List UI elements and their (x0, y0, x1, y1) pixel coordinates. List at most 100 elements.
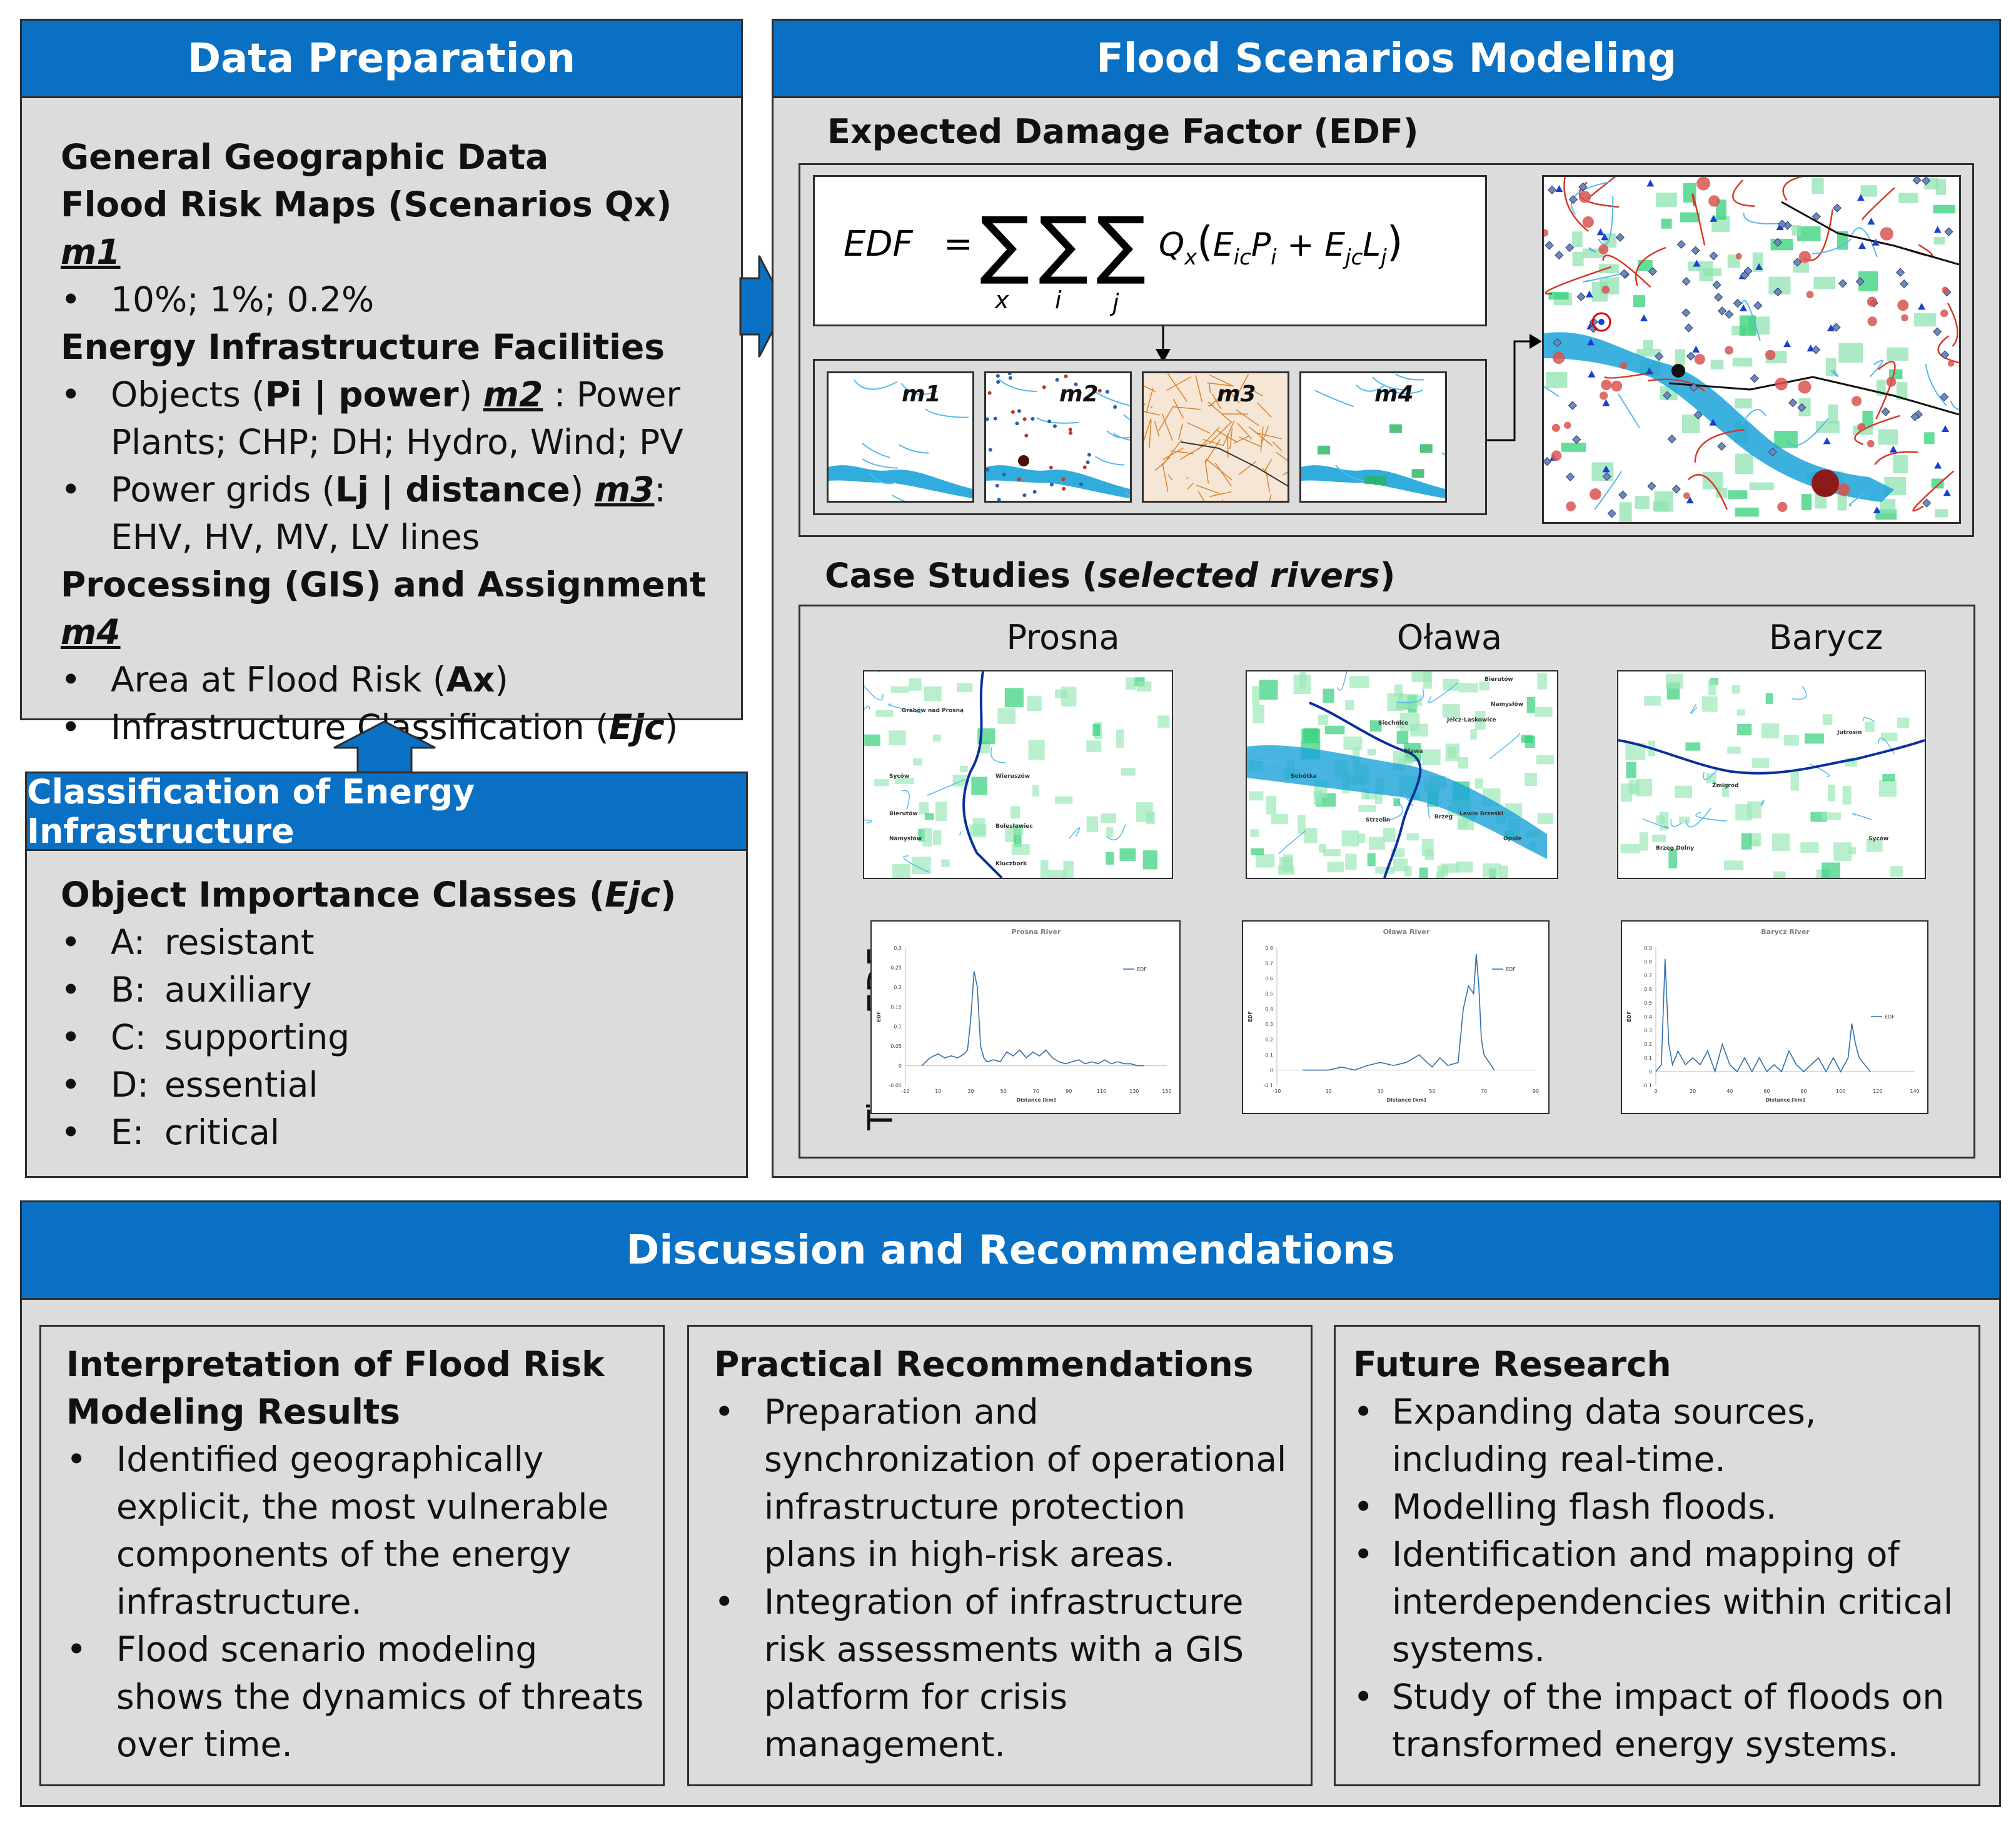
discussion-bullet-line: platform for crisis (714, 1673, 1308, 1721)
discussion-heading: Practical Recommendations (714, 1344, 1254, 1384)
bullet-icon: • (1353, 1534, 1374, 1574)
x-tick-label: 30 (1378, 1088, 1384, 1094)
bullet-icon (1353, 1721, 1392, 1768)
discussion-bullet-line: systems. (1353, 1626, 1978, 1673)
bullet-icon: • (61, 1112, 81, 1152)
discussion-text: shows the dynamics of threats (116, 1677, 644, 1717)
input-map-m4 (1299, 371, 1447, 503)
y-tick-label: 0.25 (890, 965, 902, 970)
x-axis-label: Distance [km] (1766, 1097, 1805, 1103)
bullet-icon (66, 1673, 116, 1721)
town-label: Oława (1403, 748, 1423, 755)
dp-continuation: EHV, HV, MV, LV lines (61, 513, 736, 561)
bullet-icon: • (61, 1017, 81, 1057)
map-tag: m3 (594, 470, 655, 510)
discussion-bullet-line: •Integration of infrastructure (714, 1578, 1308, 1626)
classification-title: Classification of Energy Infrastructure (27, 772, 746, 851)
dp-text-part: Power grids ( (111, 470, 336, 510)
dp-text-part: : Power (543, 375, 681, 415)
discussion-bullet-line: synchronization of operational (714, 1435, 1308, 1483)
legend-label: EDF (1137, 967, 1147, 972)
dp-item-text: Plants; CHP; DH; Hydro, Wind; PV (111, 422, 683, 462)
dp-text-part: ) (458, 375, 483, 415)
x-axis-label: Distance [km] (1017, 1097, 1056, 1103)
edf-series-line (921, 971, 1144, 1067)
x-tick-label: 10 (1326, 1088, 1332, 1094)
bullet-icon (66, 1721, 116, 1768)
town-label: Strzelin (1366, 817, 1390, 823)
y-tick-label: 0.1 (894, 1024, 902, 1030)
dp-bullet: •Area at Flood Risk (Ax) (61, 656, 736, 703)
bullet-icon (714, 1483, 764, 1531)
bullet-icon (714, 1673, 764, 1721)
town-label: Syców (889, 773, 909, 780)
chart-title: Oława River (1383, 928, 1430, 936)
discussion-bullet-line: •Identification and mapping of (1353, 1531, 1978, 1578)
x-tick-label: 50 (1429, 1088, 1435, 1094)
x-tick-label: 80 (1800, 1088, 1807, 1094)
bullet-icon: • (1353, 1392, 1374, 1432)
discussion-bullet-line: infrastructure protection (714, 1483, 1308, 1531)
discussion-text: systems. (1392, 1629, 1545, 1669)
dp-heading: Energy Infrastructure Facilities (61, 327, 665, 367)
discussion-text: Flood scenario modeling (116, 1629, 538, 1669)
bullet-icon (66, 1578, 116, 1626)
bullet-icon (714, 1721, 764, 1768)
discussion-bullet-line: transformed energy systems. (1353, 1721, 1978, 1768)
discussion-bullet-line: •Flood scenario modeling (66, 1626, 660, 1673)
edf-series-line (1655, 958, 1871, 1073)
discussion-text: Study of the impact of floods on (1392, 1677, 1945, 1717)
dp-bullet: •Objects (Pi | power) m2 : Power (61, 371, 736, 418)
class-item: •B:auxiliary (61, 966, 736, 1013)
x-tick-label: 70 (1481, 1088, 1487, 1094)
discussion-bullet-line: infrastructure. (66, 1578, 660, 1626)
town-label: Jelcz-Laskowice (1446, 717, 1496, 723)
discussion-heading: Modeling Results (66, 1392, 400, 1432)
discussion-bullet-line: • Expanding data sources, (1353, 1388, 1978, 1435)
svg-text:Qx(EicPi + EjcLj): Qx(EicPi + EjcLj) (1159, 218, 1403, 270)
chart-title: Prosna River (1012, 928, 1062, 936)
discussion-text: plans in high-risk areas. (764, 1534, 1175, 1574)
town-label: Siechnice (1378, 720, 1408, 726)
y-tick-label: 0.9 (1644, 945, 1652, 951)
dp-item-text: Power grids (Lj | distance) m3: (111, 466, 666, 513)
x-tick-label: 30 (967, 1088, 974, 1094)
discussion-text: infrastructure. (116, 1582, 362, 1622)
y-tick-label: 0.05 (890, 1043, 902, 1049)
discussion-text: Modelling flash floods. (1392, 1487, 1777, 1527)
town-label: Bierutów (889, 810, 918, 817)
discussion-text: Expanding data sources, (1392, 1392, 1817, 1432)
bullet-icon: • (61, 970, 81, 1010)
svg-text:∑: ∑ (1096, 201, 1146, 287)
discussion-title: Discussion and Recommendations (22, 1202, 1999, 1300)
up-arrow-icon (333, 720, 436, 774)
svg-text:=: = (944, 224, 973, 264)
class-item: •C:supporting (61, 1013, 736, 1061)
town-label: Brzeg (1434, 814, 1453, 820)
y-tick-label: 0.2 (1265, 1037, 1273, 1043)
x-tick-label: 120 (1873, 1088, 1882, 1094)
case-studies-heading: Case Studies (selected rivers) (825, 556, 1396, 595)
dp-text-part: ) (664, 707, 678, 747)
classification-heading: Object Importance Classes (Ejc) (61, 875, 677, 915)
dp-heading: Flood Risk Maps (Scenarios Qx) m1 (61, 184, 672, 272)
discussion-bullet-line: over time. (66, 1721, 660, 1768)
discussion-bullet-line: interdependencies within critical (1353, 1578, 1978, 1626)
bullet-icon: • (61, 375, 81, 415)
classification-panel: Classification of Energy Infrastructure … (25, 772, 748, 1178)
connector-arrow (1486, 334, 1542, 441)
discussion-col-future: Future Research•Expanding data sources,i… (1334, 1325, 1980, 1786)
dp-item-text: EHV, HV, MV, LV lines (111, 517, 480, 557)
town-label: Opole (1503, 836, 1521, 842)
svg-text:x: x (994, 286, 1009, 314)
x-tick-label: 0 (1654, 1088, 1657, 1094)
discussion-bullet-line: •Study of the impact of floods on (1353, 1673, 1978, 1721)
dp-text-part: ) (495, 660, 508, 700)
town-label: Żmigród (1712, 782, 1739, 789)
bullet-icon: • (61, 470, 81, 510)
discussion-text: components of the energy (116, 1534, 572, 1574)
y-tick-label: 0.1 (1644, 1055, 1652, 1061)
discussion-bullet-line: management. (714, 1721, 1308, 1768)
